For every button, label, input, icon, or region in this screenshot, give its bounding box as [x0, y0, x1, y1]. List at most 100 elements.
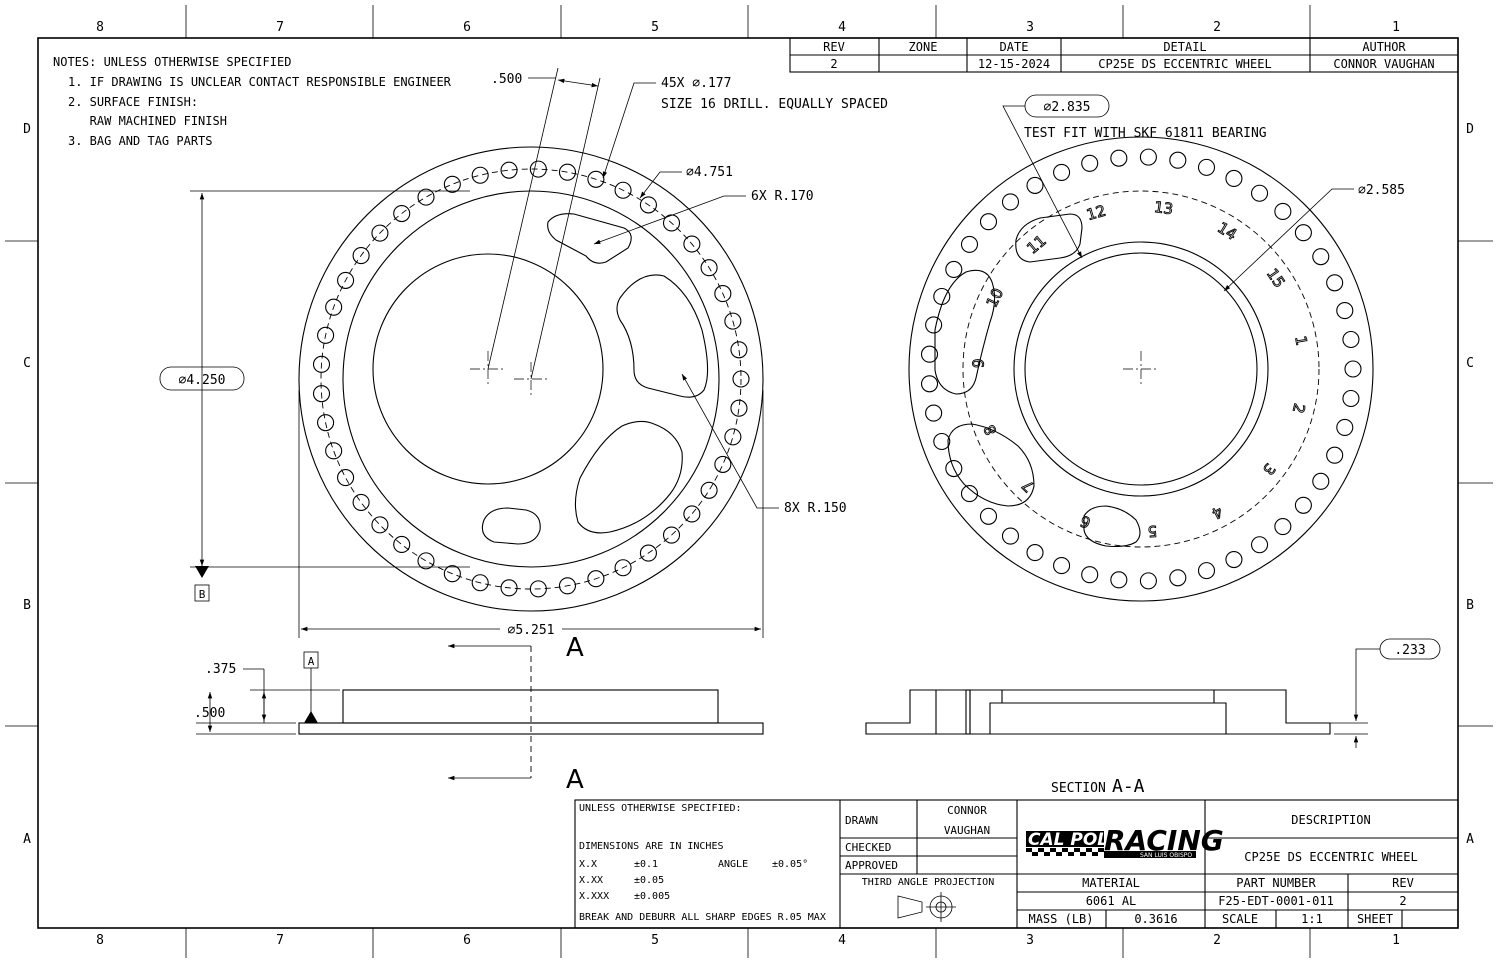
outer-edge	[298, 146, 764, 612]
drill-hole	[1139, 572, 1157, 590]
index-number: 8	[980, 422, 1000, 438]
checked-label: CHECKED	[845, 841, 891, 854]
drill-hole	[417, 552, 435, 570]
drill-hole	[1274, 517, 1292, 536]
drill-hole	[730, 399, 748, 417]
drill-hole	[925, 404, 943, 422]
zone-col-top: 6	[463, 20, 471, 35]
general-notes: NOTES: UNLESS OTHERWISE SPECIFIED 1. IF …	[53, 55, 452, 148]
note-line: 3. BAG AND TAG PARTS	[68, 134, 213, 148]
datum-a: A	[308, 655, 315, 668]
tol-xxx-label: X.XXX	[579, 891, 609, 902]
drill-hole	[1001, 527, 1020, 545]
drill-hole	[1294, 224, 1312, 242]
units-note: DIMENSIONS ARE IN INCHES	[579, 841, 724, 852]
bolt-circle-dim: ∅4.751	[686, 165, 733, 180]
drill-hole	[920, 345, 939, 363]
drill-hole	[529, 160, 547, 178]
pocket-radius-dim: 8X R.150	[784, 501, 847, 516]
drill-hole	[614, 181, 632, 199]
drill-hole	[714, 285, 732, 303]
mass-value: 0.3616	[1134, 912, 1177, 926]
drill-hole	[443, 175, 461, 193]
zone-row-right: D	[1466, 122, 1474, 137]
material-value: 6061 AL	[1086, 894, 1137, 908]
slot-pocket	[574, 420, 683, 534]
drill-hole	[1110, 149, 1128, 167]
drill-hole	[443, 565, 461, 583]
tol-xx-label: X.XX	[579, 875, 603, 886]
front-view: .500 45X ∅.177 SIZE 16 DRILL. EQUALLY SP…	[159, 67, 888, 638]
drill-hole	[1294, 496, 1312, 514]
tol-x-label: X.X	[579, 859, 597, 870]
drill-hole	[1026, 544, 1044, 562]
drill-hole	[1336, 418, 1354, 436]
description-value: CP25E DS ECCENTRIC WHEEL	[1244, 850, 1417, 864]
drill-hole	[933, 432, 951, 451]
deburr-note: BREAK AND DEBURR ALL SHARP EDGES R.05 MA…	[579, 912, 826, 923]
outer-dim: ∅5.251	[508, 623, 555, 638]
bearing-bore-outer	[1013, 241, 1269, 497]
index-number: 2	[1289, 402, 1309, 416]
drill-hole	[700, 481, 718, 499]
drill-hole	[925, 316, 943, 334]
drill-hole	[1053, 163, 1071, 181]
zone-row-left: D	[23, 122, 31, 137]
height-dim: .375	[205, 662, 236, 677]
drill-hole	[639, 544, 657, 562]
zone-row-right: C	[1466, 356, 1474, 371]
drill-hole	[662, 214, 681, 232]
index-number: 7	[1018, 476, 1037, 496]
drill-hole	[1197, 562, 1216, 580]
zone-col-bottom: 4	[838, 933, 846, 948]
angle-label: ANGLE	[718, 859, 748, 870]
drill-hole	[587, 170, 605, 188]
drill-hole	[700, 259, 718, 277]
drill-hole	[325, 442, 343, 460]
note-line: RAW MACHINED FINISH	[68, 114, 227, 128]
drill-hole	[1312, 472, 1330, 490]
zone-labels: 8 7 6 5 4 3 2 1 8 7 6 5 4 3 2 1 D C B A …	[23, 20, 1474, 948]
drill-hole	[1336, 302, 1354, 320]
drill-hole	[471, 574, 489, 592]
logo-top-text: CAL POLY	[1028, 830, 1119, 850]
offset-dim: .500	[491, 72, 522, 87]
drill-hole	[1225, 550, 1243, 569]
zone-col-bottom: 7	[276, 933, 284, 948]
drill-hole	[1342, 330, 1360, 349]
zone-row-left: A	[23, 832, 31, 847]
drill-hole	[1342, 389, 1360, 408]
drill-hole	[1001, 193, 1020, 211]
slot-pocket	[616, 274, 709, 398]
index-number: 14	[1214, 219, 1240, 244]
rev-value: 2	[1399, 894, 1406, 908]
drill-hole	[371, 516, 389, 534]
author-value: CONNOR VAUGHAN	[1333, 57, 1434, 71]
inner-ring-edge	[342, 190, 720, 568]
rev-header: REV	[823, 40, 845, 54]
back-hole-pattern	[920, 148, 1362, 590]
drill-hole	[1110, 571, 1128, 589]
section-label-letters: A-A	[1112, 776, 1145, 797]
index-number: 9	[969, 358, 987, 368]
drill-hole	[393, 204, 411, 223]
drill-hole	[614, 559, 632, 577]
drill-hole	[312, 355, 331, 373]
drill-hole	[317, 326, 335, 344]
drill-hole	[337, 469, 355, 487]
scale-label: SCALE	[1222, 912, 1258, 926]
drill-hole	[1081, 566, 1099, 584]
holes-note: SIZE 16 DRILL. EQUALLY SPACED	[661, 97, 888, 112]
zone-col-bottom: 2	[1213, 933, 1221, 948]
drill-hole	[1139, 148, 1157, 166]
drill-hole	[325, 298, 343, 316]
bolt-circle	[320, 168, 742, 590]
drawn-label: DRAWN	[845, 814, 878, 827]
drill-hole	[352, 247, 370, 265]
zone-col-top: 8	[96, 20, 104, 35]
material-label: MATERIAL	[1082, 876, 1140, 890]
drill-hole	[662, 526, 681, 544]
zone-col-top: 5	[651, 20, 659, 35]
drill-hole	[979, 213, 998, 231]
cal-poly-racing-logo: CAL POLY RACING SAN LUIS OBISPO	[1026, 824, 1224, 859]
